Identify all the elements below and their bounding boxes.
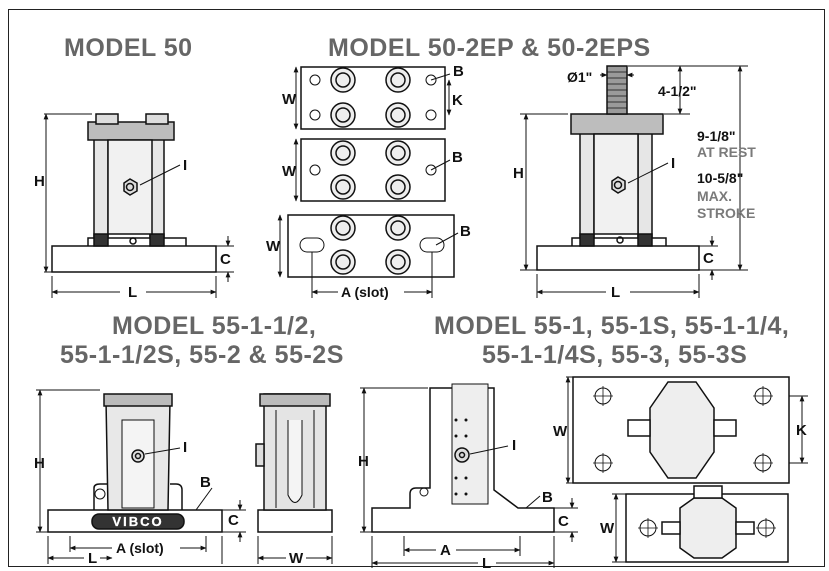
- model-55-a-side-view: [255, 393, 333, 533]
- model-50-2ep-h-label: H: [513, 165, 524, 182]
- model-50-2ep-front-view: [536, 65, 700, 271]
- title-model-50-2ep: MODEL 50-2EP & 50-2EPS: [328, 34, 651, 62]
- plate1-b-label: B: [453, 63, 464, 80]
- rest-value: 9-1/8": [697, 128, 736, 144]
- stud-length-label: 4-1/2": [658, 83, 697, 99]
- model-55-a-side-dimensions: [257, 536, 333, 564]
- plate3-w-label: W: [266, 238, 281, 255]
- model-55-b-small-plate-w-label: W: [600, 520, 615, 537]
- model-55-a-c-label: C: [228, 512, 239, 529]
- model-55-b-plate-w-label: W: [553, 423, 568, 440]
- model-50-2ep-top-plate-1: [300, 66, 446, 130]
- model-50-2ep-top-plate-2: [300, 138, 446, 202]
- model-55-a-dimensions: [36, 389, 246, 564]
- model-55-b-b-label: B: [542, 489, 553, 506]
- model-55-b-dimensions: [360, 387, 578, 568]
- max-value: 10-5/8": [697, 170, 743, 186]
- plate3-b-label: B: [460, 223, 471, 240]
- model-55-b-top-plate-large: [572, 376, 790, 484]
- model-55-b-bolt-marks: [454, 418, 468, 496]
- model-55-a-b-label: B: [200, 474, 211, 491]
- model-55-b-c-label: C: [558, 513, 569, 530]
- model-50-h-label: H: [34, 173, 45, 190]
- model-55-b-a-label: A: [440, 542, 451, 559]
- title-model-55-b-line2: 55-1-1/4S, 55-3, 55-3S: [482, 341, 748, 369]
- vibco-logo: VIBCO: [112, 514, 163, 529]
- model-55-b-i-label: I: [512, 437, 516, 454]
- model-55-b-front-view: [371, 383, 555, 533]
- title-model-55-a-line1: MODEL 55-1-1/2,: [112, 312, 317, 340]
- plate2-w-label: W: [282, 163, 297, 180]
- model-55-a-l-label: L: [88, 550, 97, 567]
- plate3-a-slot-label: A (slot): [341, 284, 389, 300]
- title-model-50: MODEL 50: [64, 34, 193, 62]
- model-55-b-top-plate-large-crosshairs: [593, 386, 773, 473]
- model-50-2ep-i-label: I: [671, 155, 675, 172]
- model-50-front-view: [51, 113, 217, 273]
- model-55-a-front-view: [47, 393, 223, 533]
- title-model-55-a-line2: 55-1-1/2S, 55-2 & 55-2S: [60, 341, 344, 369]
- model-50-2ep-l-label: L: [611, 284, 620, 301]
- plate2-b-label: B: [452, 149, 463, 166]
- model-55-a-h-label: H: [34, 455, 45, 472]
- model-55-a-a-slot-label: A (slot): [116, 540, 164, 556]
- model-50-2ep-top-plate-3: [287, 214, 455, 278]
- stud-diameter-label: Ø1": [567, 69, 592, 85]
- model-50-2ep-dimensions: [520, 65, 748, 298]
- max-label-1: MAX.: [697, 188, 732, 204]
- title-model-55-b-line1: MODEL 55-1, 55-1S, 55-1-1/4,: [434, 312, 790, 340]
- model-50-dimensions: [43, 113, 234, 298]
- model-55-b-top-plate-small-crosshairs: [638, 518, 776, 538]
- model-55-b-top-plate-small: [625, 485, 789, 563]
- model-55-a-i-label: I: [183, 439, 187, 456]
- model-50-c-label: C: [220, 251, 231, 268]
- plate1-w-label: W: [282, 91, 297, 108]
- model-55-b-l-label: L: [482, 555, 491, 571]
- rest-label: AT REST: [697, 144, 756, 160]
- model-50-2ep-plate-dimensions: [277, 66, 459, 298]
- model-50-i-label: I: [183, 157, 187, 174]
- model-55-b-plate-dimensions: [565, 376, 808, 563]
- model-55-b-plate-k-label: K: [796, 422, 807, 439]
- model-55-b-h-label: H: [358, 453, 369, 470]
- max-label-2: STROKE: [697, 205, 755, 221]
- model-55-a-w-label: W: [289, 550, 304, 567]
- model-50-2ep-c-label: C: [703, 250, 714, 267]
- model-50-l-label: L: [128, 284, 137, 301]
- plate1-k-label: K: [452, 92, 463, 109]
